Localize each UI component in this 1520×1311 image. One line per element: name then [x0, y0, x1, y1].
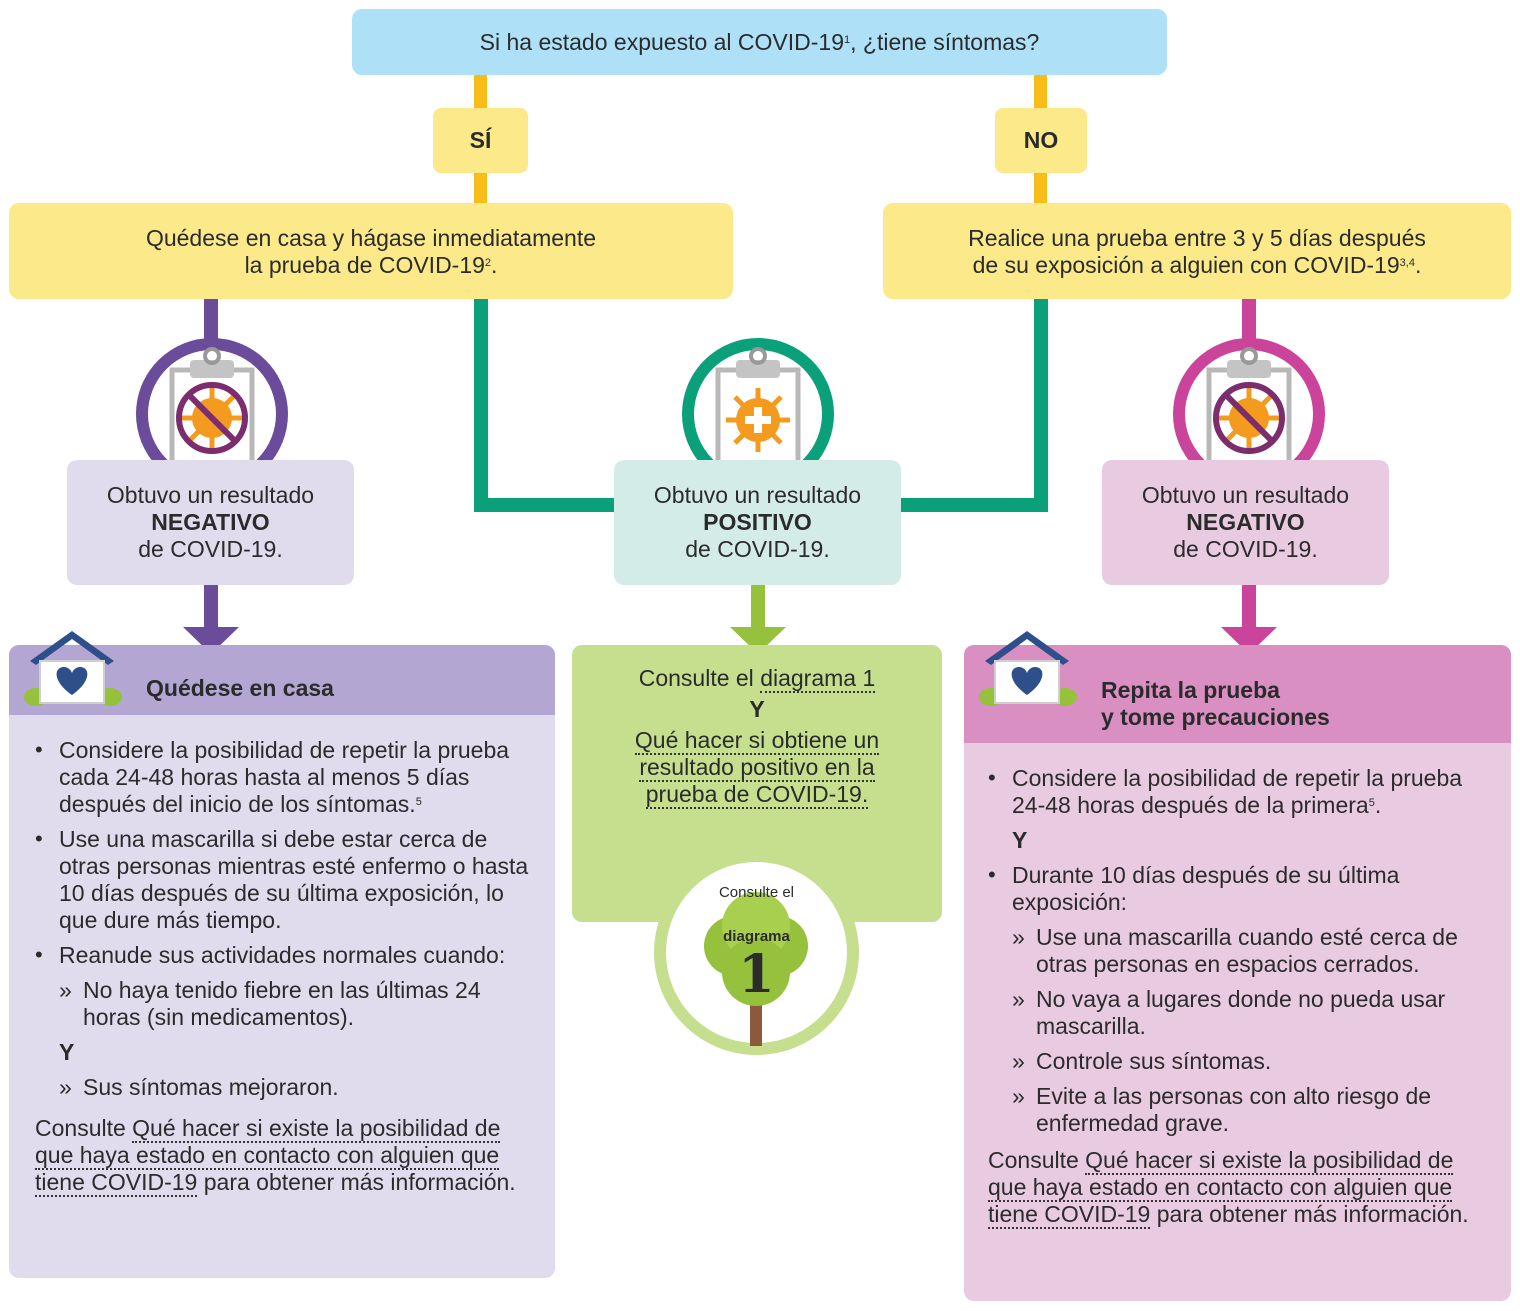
right-b2: Durante 10 días después de su última exp… [1012, 862, 1400, 915]
right-and: Y [1012, 827, 1028, 853]
right-s3: Controle sus síntomas. [1036, 1048, 1272, 1074]
exposure-question-box: Si ha estado expuesto al COVID-191, ¿tie… [352, 9, 1167, 75]
footnote-5: 5 [415, 796, 422, 808]
center-consult: Consulte el [638, 665, 754, 691]
sub-list-item: No vaya a lugares donde no pueda usar ma… [1012, 986, 1493, 1040]
right-s4: Evite a las personas con alto riesgo de … [1036, 1083, 1432, 1136]
result-right-negative: NEGATIVO [1186, 509, 1305, 535]
diagram-1-badge[interactable]: Consulte el diagrama 1 [654, 850, 859, 1055]
no-label: NO [995, 108, 1087, 173]
footnote-1: 1 [844, 34, 851, 46]
left-tail: para obtener más información. [203, 1169, 516, 1195]
result-left-negative: NEGATIVO [151, 509, 270, 535]
no-label-text: NO [1023, 127, 1059, 153]
list-item: Use una mascarilla si debe estar cerca d… [35, 826, 535, 934]
badge-diagram-word: diagrama [723, 928, 790, 945]
footnote-5-right: 5 [1368, 797, 1375, 809]
center-and: Y [749, 696, 765, 722]
left-s1: No haya tenido fiebre en las últimas 24 … [83, 977, 481, 1030]
positive-result-box: Obtuvo un resultado POSITIVO de COVID-19… [614, 460, 901, 585]
list-item: Considere la posibilidad de repetir la p… [35, 737, 535, 818]
right-consult: Consulte [988, 1147, 1079, 1173]
result-center-positive: POSITIVO [703, 509, 812, 535]
result-left-line1: Obtuvo un resultado [106, 482, 315, 508]
badge-consult: Consulte el [718, 884, 795, 901]
footnote-3-4: 3,4 [1399, 257, 1415, 269]
repeat-title-line2: y tome precauciones [1101, 704, 1330, 730]
and-label: Y [59, 1039, 75, 1065]
right-b1-end: . [1374, 792, 1382, 818]
test-timing-end: . [1414, 252, 1422, 278]
question-text-end: , ¿tiene síntomas? [850, 29, 1040, 55]
result-left-line3: de COVID-19. [138, 536, 283, 562]
left-b3: Reanude sus actividades normales cuando: [59, 942, 506, 968]
negative-result-box-left: Obtuvo un resultado NEGATIVO de COVID-19… [67, 460, 354, 585]
left-b2: Use una mascarilla si debe estar cerca d… [59, 826, 529, 933]
positive-result-guidance-link[interactable]: Qué hacer si obtiene un resultado positi… [634, 727, 880, 809]
test-timing-line1: Realice una prueba entre 3 y 5 días desp… [968, 225, 1426, 251]
tree-icon [704, 892, 808, 1046]
right-b1: Considere la posibilidad de repetir la p… [1012, 765, 1463, 818]
list-item: Durante 10 días después de su última exp… [988, 862, 1493, 916]
repeat-title-line1: Repita la prueba [1101, 677, 1280, 703]
exposure-guidance-link[interactable]: Qué hacer si existe la posibilidad de qu… [35, 1115, 501, 1197]
badge-diagram-number: 1 [738, 944, 775, 1005]
sub-list-item: Evite a las personas con alto riesgo de … [1012, 1083, 1493, 1137]
sub-list-item: Use una mascarilla cuando esté cerca de … [1012, 924, 1493, 978]
result-center-line3: de COVID-19. [685, 536, 830, 562]
stay-home-line1: Quédese en casa y hágase inmediatamente [145, 225, 597, 251]
right-s1: Use una mascarilla cuando esté cerca de … [1036, 924, 1458, 977]
repeat-test-panel: Repita la prueba y tome precauciones Con… [964, 645, 1511, 1301]
stay-home-panel: Quédese en casa Considere la posibilidad… [9, 645, 555, 1278]
stay-home-panel-title: Quédese en casa [146, 675, 334, 701]
question-text: Si ha estado expuesto al COVID-19 [479, 29, 845, 55]
sub-list-item: No haya tenido fiebre en las últimas 24 … [59, 977, 535, 1031]
stay-home-line2: la prueba de COVID-19 [244, 252, 485, 278]
repeat-test-panel-body: Considere la posibilidad de repetir la p… [988, 765, 1493, 1229]
repeat-test-panel-title: Repita la prueba y tome precauciones [1101, 677, 1330, 731]
house-heart-icon [24, 631, 122, 706]
left-b1: Considere la posibilidad de repetir la p… [59, 737, 510, 817]
negative-test-clipboard-icon-right [1173, 338, 1325, 476]
positive-test-clipboard-icon [682, 338, 834, 476]
sub-list-item: Sus síntomas mejoraron. [59, 1074, 535, 1101]
test-timing-line2: de su exposición a alguien con COVID-19 [972, 252, 1400, 278]
negative-result-box-right: Obtuvo un resultado NEGATIVO de COVID-19… [1102, 460, 1389, 585]
result-center-line1: Obtuvo un resultado [653, 482, 862, 508]
right-s2: No vaya a lugares donde no pueda usar ma… [1036, 986, 1446, 1039]
right-tail: para obtener más información. [1156, 1201, 1469, 1227]
footnote-2: 2 [484, 257, 492, 269]
negative-test-clipboard-icon [136, 338, 288, 476]
sub-list-item: Controle sus síntomas. [1012, 1048, 1493, 1075]
left-consult: Consulte [35, 1115, 126, 1141]
list-item: Considere la posibilidad de repetir la p… [988, 765, 1493, 819]
exposure-guidance-link-right[interactable]: Qué hacer si existe la posibilidad de qu… [988, 1147, 1454, 1229]
yes-label: SÍ [433, 108, 528, 173]
yes-label-text: SÍ [469, 127, 492, 153]
result-right-line3: de COVID-19. [1173, 536, 1318, 562]
test-timing-box: Realice una prueba entre 3 y 5 días desp… [883, 203, 1511, 299]
diagram-1-link[interactable]: diagrama 1 [760, 665, 876, 693]
list-item: Reanude sus actividades normales cuando: [35, 942, 535, 969]
house-heart-icon-right [979, 631, 1077, 706]
stay-home-test-box: Quédese en casa y hágase inmediatamente … [9, 203, 733, 299]
result-right-line1: Obtuvo un resultado [1141, 482, 1350, 508]
stay-home-end: . [491, 252, 498, 278]
left-s2: Sus síntomas mejoraron. [83, 1074, 339, 1100]
stay-home-panel-body: Considere la posibilidad de repetir la p… [35, 737, 535, 1197]
